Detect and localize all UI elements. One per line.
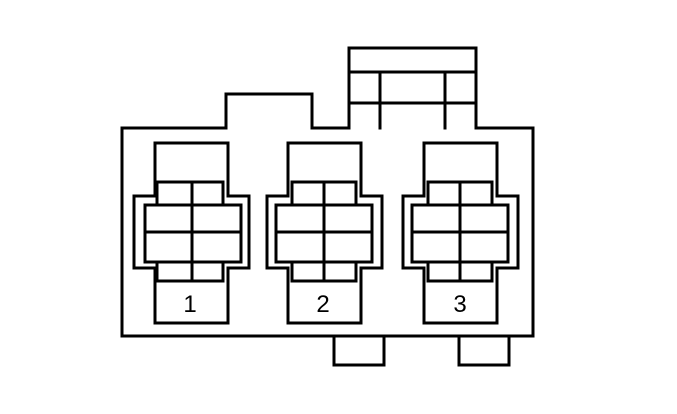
cavity-3: 3 [401, 141, 520, 325]
cavity-outline [132, 141, 251, 325]
cavity-2: 2 [265, 141, 384, 325]
cavity-1: 1 [132, 141, 251, 325]
latch-block [347, 70, 478, 130]
connector-housing [120, 46, 535, 338]
cavity-label-1: 1 [183, 291, 196, 318]
cavity-label-2: 2 [316, 291, 329, 318]
bottom-tab-right [457, 334, 511, 367]
cavity-label-3: 3 [453, 291, 466, 318]
cavity-outline [265, 141, 384, 325]
cavity-outline [401, 141, 520, 325]
bottom-tab-left [332, 334, 386, 367]
